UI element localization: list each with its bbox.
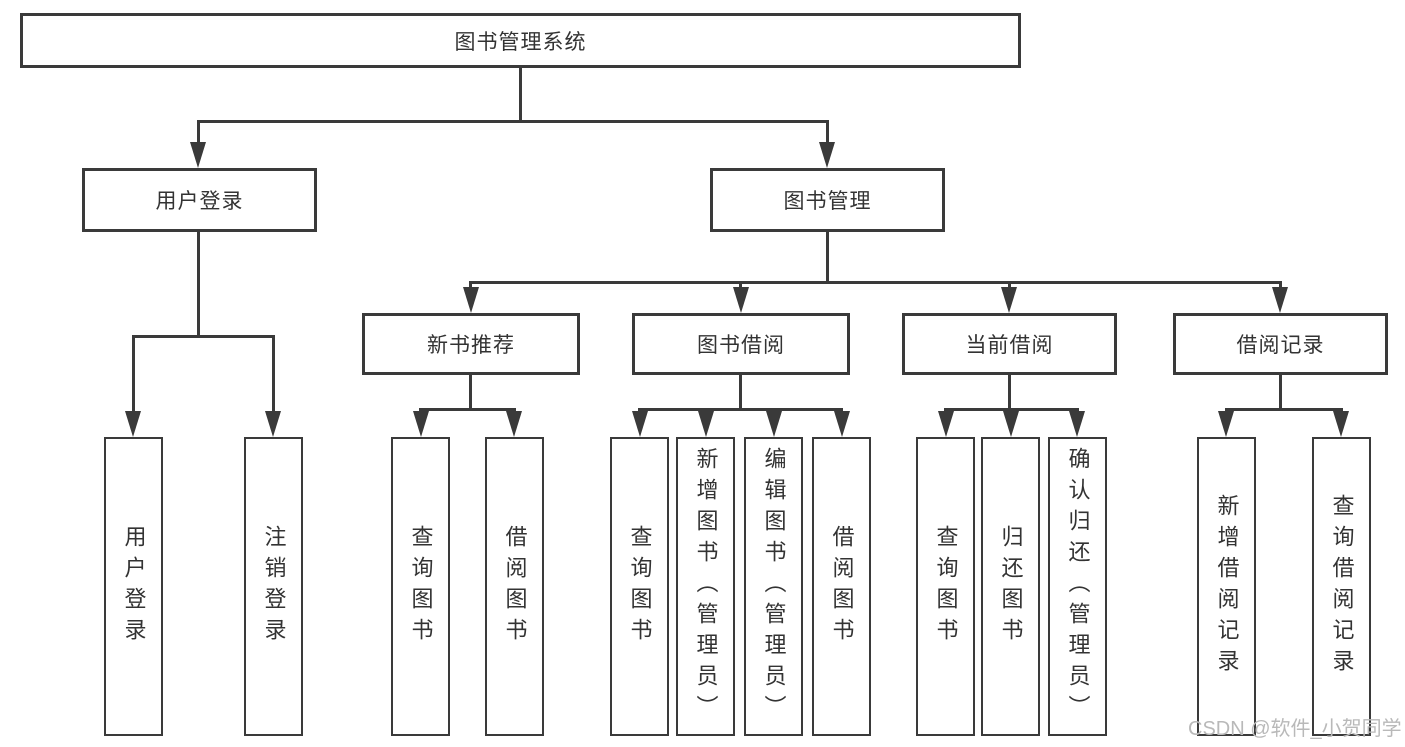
arrow-down-icon [733, 287, 749, 313]
arrow-down-icon [1001, 287, 1017, 313]
leaf-borrow-books: 借阅图书 [812, 437, 871, 736]
leaf-query-books-borrow-label: 查询图书 [627, 524, 653, 649]
arrow-down-icon [766, 411, 782, 437]
connector-root-stem [519, 68, 522, 121]
leaf-user-login: 用户登录 [104, 437, 163, 736]
leaf-add-books-admin-label: 新增图书（管理员） [693, 447, 719, 726]
leaf-query-books-borrow: 查询图书 [610, 437, 669, 736]
arrow-down-icon [1218, 411, 1234, 437]
connector-mgmt-stem [826, 232, 829, 283]
leaf-add-books-admin: 新增图书（管理员） [676, 437, 735, 736]
connector-root-rail [197, 120, 829, 123]
arrow-down-icon [190, 142, 206, 168]
leaf-return-books-label: 归还图书 [998, 524, 1024, 649]
node-user-login-label: 用户登录 [155, 190, 244, 213]
leaf-edit-books-admin-label: 编辑图书（管理员） [761, 447, 787, 726]
arrow-down-icon [834, 411, 850, 437]
leaf-logout: 注销登录 [244, 437, 303, 736]
node-borrow-records: 借阅记录 [1173, 313, 1388, 375]
leaf-logout-label: 注销登录 [261, 524, 287, 649]
connector-drop [132, 335, 135, 413]
arrow-down-icon [413, 411, 429, 437]
arrow-down-icon [1003, 411, 1019, 437]
connector-rail [1225, 408, 1343, 411]
node-book-borrow: 图书借阅 [632, 313, 850, 375]
leaf-borrow-books-recommend: 借阅图书 [485, 437, 544, 736]
node-borrow-records-label: 借阅记录 [1236, 334, 1325, 357]
arrow-down-icon [463, 287, 479, 313]
node-current-borrow: 当前借阅 [902, 313, 1117, 375]
connector-stem [1008, 375, 1011, 410]
watermark: CSDN @软件_小贺同学 [1188, 718, 1402, 740]
connector-user-stem [197, 232, 200, 337]
arrow-down-icon [698, 411, 714, 437]
node-book-borrow-label: 图书借阅 [697, 334, 785, 357]
arrow-down-icon [1272, 287, 1288, 313]
node-new-book-recommend-label: 新书推荐 [427, 334, 515, 357]
arrow-down-icon [125, 411, 141, 437]
connector-stem [739, 375, 742, 410]
arrow-down-icon [506, 411, 522, 437]
leaf-query-books-current: 查询图书 [916, 437, 975, 736]
leaf-user-login-label: 用户登录 [121, 524, 147, 649]
node-book-management: 图书管理 [710, 168, 945, 232]
leaf-query-books-current-label: 查询图书 [933, 524, 959, 649]
leaf-query-books-recommend: 查询图书 [391, 437, 450, 736]
leaf-query-borrow-record-label: 查询借阅记录 [1329, 493, 1355, 680]
node-book-management-label: 图书管理 [783, 190, 872, 213]
arrow-down-icon [938, 411, 954, 437]
connector-rail [420, 408, 516, 411]
leaf-confirm-return-admin-label: 确认归还（管理员） [1065, 447, 1091, 726]
leaf-borrow-books-label: 借阅图书 [829, 524, 855, 649]
leaf-query-borrow-record: 查询借阅记录 [1312, 437, 1371, 736]
connector-drop [197, 120, 200, 144]
leaf-edit-books-admin: 编辑图书（管理员） [744, 437, 803, 736]
leaf-return-books: 归还图书 [981, 437, 1040, 736]
arrow-down-icon [1069, 411, 1085, 437]
node-user-login: 用户登录 [82, 168, 317, 232]
leaf-query-books-recommend-label: 查询图书 [408, 524, 434, 649]
arrow-down-icon [632, 411, 648, 437]
arrow-down-icon [1333, 411, 1349, 437]
leaf-borrow-books-recommend-label: 借阅图书 [502, 524, 528, 649]
arrow-down-icon [265, 411, 281, 437]
node-root: 图书管理系统 [20, 13, 1021, 68]
connector-stem [1279, 375, 1282, 410]
leaf-add-borrow-record-label: 新增借阅记录 [1214, 493, 1240, 680]
leaf-add-borrow-record: 新增借阅记录 [1197, 437, 1256, 736]
node-root-label: 图书管理系统 [454, 30, 587, 54]
connector-stem [469, 375, 472, 410]
arrow-down-icon [819, 142, 835, 168]
connector-drop [826, 120, 829, 144]
connector-user-rail [132, 335, 275, 338]
connector-rail [638, 408, 843, 411]
connector-drop [272, 335, 275, 413]
node-current-borrow-label: 当前借阅 [965, 334, 1054, 357]
leaf-confirm-return-admin: 确认归还（管理员） [1048, 437, 1107, 736]
connector-mgmt-rail [469, 281, 1282, 284]
node-new-book-recommend: 新书推荐 [362, 313, 580, 375]
